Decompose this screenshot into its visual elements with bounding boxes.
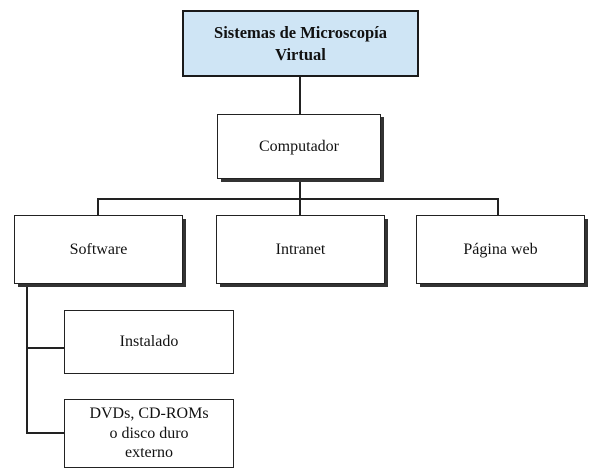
connector-to-media <box>26 432 64 434</box>
web-page-node: Página web <box>416 215 585 284</box>
media-node-label-line2: o disco duro <box>109 424 189 442</box>
connector-computer-bus <box>299 178 301 199</box>
media-node-label: DVDs, CD-ROMs o disco duro externo <box>89 404 208 463</box>
intranet-node: Intranet <box>216 215 385 284</box>
connector-to-installed <box>26 347 64 349</box>
installed-node-label: Instalado <box>119 333 179 350</box>
computer-node-label: Computador <box>259 137 339 155</box>
connector-bus-web <box>497 198 499 215</box>
web-page-node-label: Página web <box>463 240 538 258</box>
computer-node: Computador <box>217 114 381 179</box>
connector-root-computer <box>299 76 301 116</box>
connector-bus-software <box>97 198 99 215</box>
installed-node: Instalado <box>64 310 234 374</box>
media-node-label-line3: externo <box>125 444 173 462</box>
connector-horizontal-bus <box>97 198 499 200</box>
software-node-label: Software <box>69 240 128 258</box>
root-node: Sistemas de Microscopía Virtual <box>182 10 419 77</box>
connector-software-vertical <box>26 283 28 434</box>
root-node-label-line1: Sistemas de Microscopía <box>214 23 387 43</box>
media-node: DVDs, CD-ROMs o disco duro externo <box>64 399 234 468</box>
connector-bus-intranet <box>299 198 301 215</box>
software-node: Software <box>14 215 183 284</box>
intranet-node-label: Intranet <box>275 240 326 258</box>
root-node-label-line2: Virtual <box>275 44 326 64</box>
root-node-label: Sistemas de Microscopía Virtual <box>214 22 387 65</box>
media-node-label-line1: DVDs, CD-ROMs <box>89 405 209 423</box>
